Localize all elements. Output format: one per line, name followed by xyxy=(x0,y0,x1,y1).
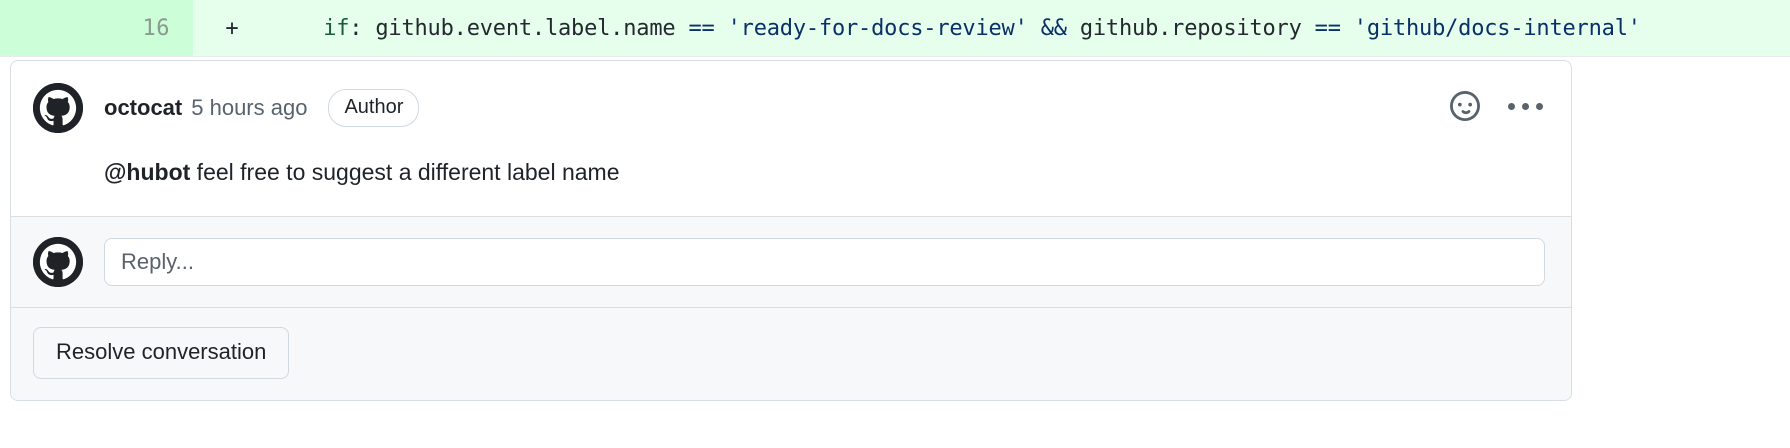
comment-timestamp[interactable]: 5 hours ago xyxy=(191,95,308,120)
review-comment-card: octocat 5 hours ago Author @hubot feel f… xyxy=(10,60,1572,401)
user-mention-link[interactable]: @hubot xyxy=(104,159,191,185)
comment-header-actions xyxy=(1448,89,1547,123)
diff-add-marker: + xyxy=(225,15,239,41)
diff-code-content[interactable]: if: github.event.label.name == 'ready-fo… xyxy=(271,0,1790,56)
author-badge: Author xyxy=(328,89,420,127)
diff-line-number[interactable]: 16 xyxy=(0,0,193,56)
code-token: 'ready-for-docs-review' xyxy=(714,15,1041,41)
diff-line-added: 16 + if: github.event.label.name == 'rea… xyxy=(0,0,1790,57)
reply-row: Reply... xyxy=(11,215,1571,307)
code-token: 'github/docs-internal' xyxy=(1340,15,1641,41)
code-token: if xyxy=(323,15,350,41)
code-token: == xyxy=(688,15,715,41)
code-token: && xyxy=(1040,15,1067,41)
comment-body-text: @hubot feel free to suggest a different … xyxy=(104,155,1547,190)
resolve-conversation-button[interactable]: Resolve conversation xyxy=(33,326,290,379)
viewer-avatar[interactable] xyxy=(33,236,83,287)
code-token: == xyxy=(1314,15,1341,41)
author-avatar[interactable] xyxy=(33,83,83,133)
code-token xyxy=(271,16,323,41)
comment-author-name[interactable]: octocat xyxy=(104,95,183,120)
kebab-menu-icon[interactable] xyxy=(1504,97,1547,116)
card-footer: Resolve conversation xyxy=(11,306,1571,400)
comment-block: octocat 5 hours ago Author @hubot feel f… xyxy=(11,61,1571,216)
reply-input[interactable]: Reply... xyxy=(104,237,1545,286)
code-token: : xyxy=(349,15,363,41)
code-token: github.repository xyxy=(1066,15,1315,41)
code-token: github.event.label.name xyxy=(362,15,689,41)
comment-body-rest: feel free to suggest a different label n… xyxy=(190,159,620,185)
comment-header: octocat 5 hours ago Author xyxy=(33,83,1547,133)
smiley-icon[interactable] xyxy=(1448,89,1482,123)
